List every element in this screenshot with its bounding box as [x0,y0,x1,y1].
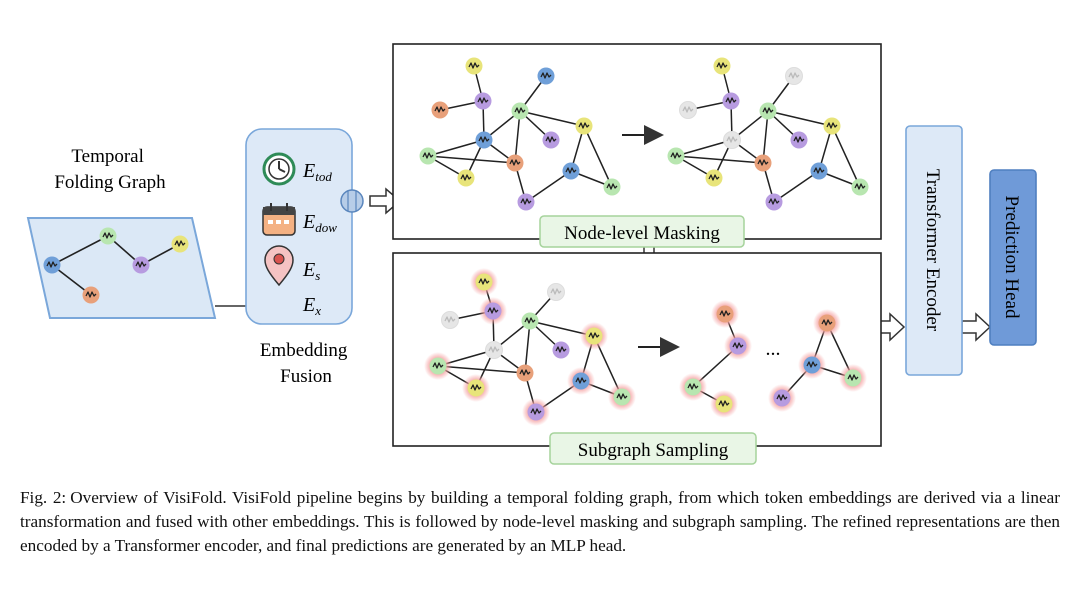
graph-node [465,57,483,75]
graph-node [765,193,783,211]
overview-figure: Temporal Folding Graph Etod Edow Es [26,43,1037,465]
graph-node [470,268,498,296]
graph-node [823,117,841,135]
graph-node [562,162,580,180]
graph-node [132,256,150,274]
graph-node [475,131,493,149]
calendar-icon [262,203,296,236]
clock-icon [262,152,296,186]
embedding-s: Es [302,259,320,283]
graph-node [839,364,867,392]
temporal-graph-title-line2: Folding Graph [54,172,166,193]
graph-node [441,311,459,329]
graph-node [679,373,707,401]
transformer-encoder-box [905,125,963,376]
embedding-tod: Etod [302,160,332,184]
graph-node [608,383,636,411]
masking-panel [392,43,882,240]
graph-node [810,162,828,180]
graph-node [790,131,808,149]
graph-node [724,332,752,360]
temporal-graph-title-line1: Temporal [71,146,144,167]
embedding-x: Ex [302,294,321,318]
caption-text: Overview of VisiFold. VisiFold pipeline … [20,488,1061,555]
graph-node [580,322,608,350]
graph-node [711,300,739,328]
masking-label-box [539,215,745,248]
graph-node [722,92,740,110]
graph-node [785,67,803,85]
graph-node [424,352,452,380]
graph-node [851,178,869,196]
fusion-operator-icon [340,189,364,213]
masking-graph-masked [667,57,869,211]
graph-node [511,102,529,120]
embedding-dow: Edow [302,211,337,235]
graph-node [798,351,826,379]
temporal-graph-plane [26,217,217,319]
temporal-graph-title: Temporal Folding Graph [54,146,166,193]
sampling-graph-original [424,268,636,426]
graph-node [517,193,535,211]
graph-node [759,102,777,120]
graph-node [705,169,723,187]
graph-node [485,341,503,359]
temporal-graph-nodes [43,227,189,304]
graph-node [479,297,507,325]
figure-caption: Fig. 2:Overview of VisiFold. VisiFold pi… [20,486,1060,558]
transformer-encoder-label: Transformer Encoder [922,169,943,332]
graph-node [537,67,555,85]
graph-node [603,178,621,196]
masking-label: Node-level Masking [564,223,720,244]
graph-node [522,398,550,426]
sampling-ellipsis: ... [766,338,781,360]
graph-node [667,147,685,165]
graph-node [457,169,475,187]
graph-node [171,235,189,253]
graph-node [474,92,492,110]
graph-node [754,154,772,172]
prediction-head-label: Prediction Head [1001,196,1022,319]
graph-node [82,286,100,304]
graph-node [516,364,534,382]
map-pin-icon [264,245,294,287]
embedding-labels: Etod Edow Es Ex [302,160,337,318]
graph-node [431,101,449,119]
graph-node [43,256,61,274]
embedding-fusion-label: Embedding Fusion [260,340,352,387]
graph-node [547,283,565,301]
graph-node [713,57,731,75]
graph-node [552,341,570,359]
graph-node [575,117,593,135]
graph-node [679,101,697,119]
graph-node [462,374,490,402]
sampling-label: Subgraph Sampling [578,440,729,461]
graph-node [723,131,741,149]
graph-node [710,390,738,418]
graph-node [768,384,796,412]
graph-node [542,131,560,149]
graph-node [521,312,539,330]
sampling-label-box [549,432,757,465]
graph-node [813,309,841,337]
masking-graph-original [419,57,621,211]
graph-node [506,154,524,172]
caption-label: Fig. 2: [20,488,67,507]
sampling-subgraphs [679,300,867,418]
graph-node [419,147,437,165]
arrow-to-prediction [961,312,992,342]
sampling-panel [392,252,882,447]
graph-node [99,227,117,245]
prediction-head-box [989,169,1037,346]
graph-node [567,367,595,395]
